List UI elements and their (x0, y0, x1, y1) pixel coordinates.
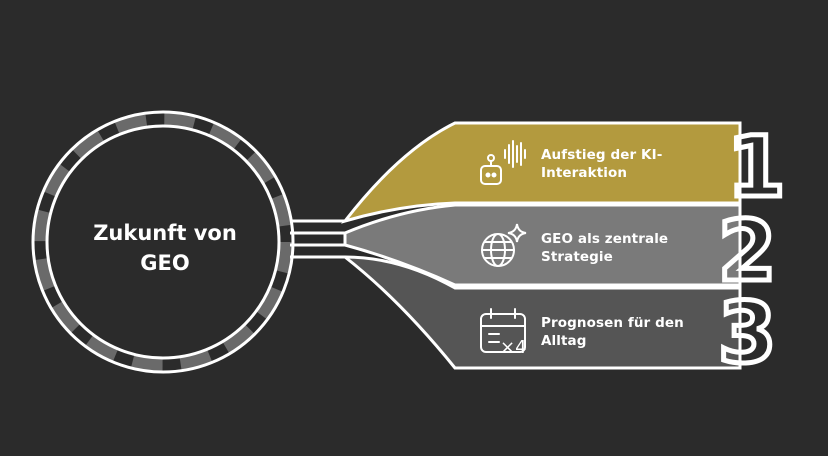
item-1-line-1: Aufstieg der KI- (541, 147, 663, 163)
band-3 (340, 255, 742, 370)
number-2: 2 (718, 202, 776, 300)
number-1: 1 (727, 118, 785, 216)
hub-title: Zukunft von GEO (70, 218, 260, 278)
item-1-line-2: Interaktion (541, 165, 628, 181)
item-3-label: Prognosen für den Alltag (541, 314, 684, 350)
hub-title-line-1: Zukunft von (93, 221, 237, 245)
calendar-multiplier-label: ×4 (500, 337, 527, 358)
connector-tubes (290, 219, 345, 259)
globe-sparkle-icon (481, 223, 527, 267)
item-2-label: GEO als zentrale Strategie (541, 230, 668, 266)
item-2-line-1: GEO als zentrale (541, 231, 669, 247)
item-3-line-2: Alltag (541, 333, 587, 349)
number-3: 3 (718, 284, 776, 382)
item-1-label: Aufstieg der KI- Interaktion (541, 146, 662, 182)
item-3-line-1: Prognosen für den (541, 315, 684, 331)
item-2-line-2: Strategie (541, 249, 613, 265)
band-2 (343, 203, 742, 287)
hub-circle (31, 110, 295, 374)
calendar-forecast-icon (480, 308, 526, 353)
robot-signal-icon (480, 140, 526, 185)
band-1 (340, 121, 742, 224)
hub-title-line-2: GEO (140, 251, 190, 275)
